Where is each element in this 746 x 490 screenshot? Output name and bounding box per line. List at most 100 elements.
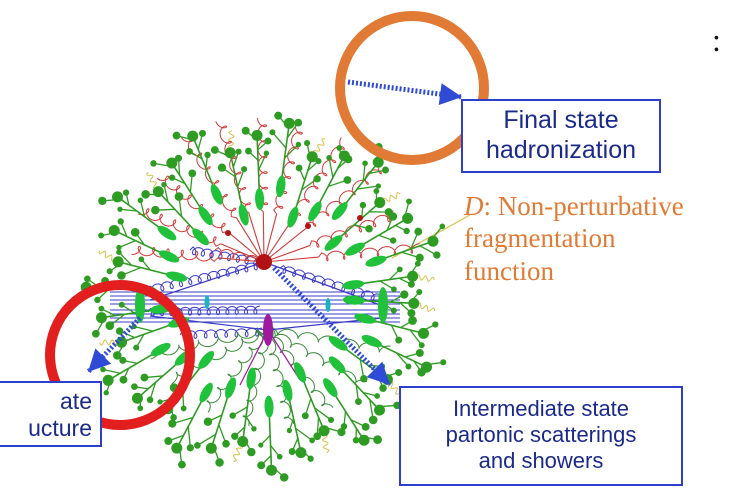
hadron-dot — [251, 426, 257, 432]
hadron-dot — [274, 111, 283, 120]
hadron-dot — [235, 148, 242, 155]
hadron-branch — [395, 352, 409, 367]
hadron-dot — [418, 327, 429, 339]
hadron-branch — [163, 184, 169, 203]
hadron-dot — [222, 439, 230, 448]
hadron-dot — [210, 146, 219, 154]
red-vertex-dot — [305, 223, 311, 229]
hadron-dot — [106, 268, 113, 275]
arrow-to-intermediate-head — [366, 361, 390, 385]
gluon-blue — [189, 246, 261, 266]
final-box-line-1: Final state — [503, 106, 619, 134]
cyan-marker — [204, 295, 210, 309]
gluon-green — [265, 329, 295, 425]
intermediate-box-line-2: partonic scatterings — [445, 421, 637, 447]
hadron-dot — [94, 296, 101, 304]
hadron-dot — [95, 312, 107, 324]
hadron-dot — [337, 428, 346, 437]
hadron-dot — [313, 432, 322, 441]
hadron-dot — [116, 244, 122, 251]
hadron-dot — [140, 373, 149, 382]
hadron-cluster-blob — [264, 395, 274, 418]
hadron-dot — [205, 442, 217, 454]
parton-line-red — [263, 245, 311, 263]
hadron-dot — [374, 393, 381, 399]
hadron-dot — [241, 126, 250, 135]
hadron-dot — [372, 156, 384, 168]
hadron-dot — [391, 286, 397, 293]
hadron-cluster-blob — [158, 250, 180, 263]
hadron-cluster-blob — [287, 206, 299, 228]
hadron-dot — [408, 297, 420, 309]
intermediate-state-box: Intermediate state partonic scatterings … — [399, 386, 683, 486]
hadron-dot — [407, 270, 419, 282]
hadron-dot — [203, 417, 213, 426]
hadron-dot — [440, 359, 447, 366]
fragmentation-function-annotation: D: Non-perturbative fragmentation functi… — [464, 190, 744, 287]
hadron-dot — [116, 249, 122, 255]
hadron-dot — [112, 191, 124, 203]
hadron-branch — [237, 168, 245, 188]
hadron-cluster-blob — [354, 313, 376, 324]
final-box-line-2: hadronization — [485, 135, 637, 164]
hadron-dot — [137, 197, 144, 204]
hadron-dot — [217, 163, 227, 172]
hadron-dot — [414, 227, 423, 236]
hadron-dot — [294, 118, 303, 127]
hadron-dot — [266, 464, 278, 476]
hadron-dot — [343, 176, 352, 184]
hadron-cluster-blob — [342, 295, 365, 305]
hadron-dot — [164, 437, 173, 446]
hadron-dot — [407, 280, 415, 288]
hadron-branch — [197, 433, 217, 446]
hadron-dot — [361, 422, 370, 431]
hadron-dot — [204, 151, 211, 159]
hadron-dot — [295, 164, 303, 172]
hadron-dot — [100, 366, 106, 373]
hadron-branch — [409, 329, 423, 346]
hadron-dot — [186, 148, 193, 155]
hadron-dot — [432, 321, 439, 328]
hadron-dot — [257, 461, 266, 470]
hadron-dot — [313, 175, 321, 183]
hadron-dot — [245, 147, 252, 155]
hadron-dot — [237, 436, 249, 448]
hadron-branch — [133, 325, 154, 332]
hadron-cluster-blob — [308, 201, 322, 222]
hadron-dot — [416, 288, 423, 296]
hadron-dot — [373, 188, 380, 194]
hadron-dot — [103, 390, 109, 396]
hadron-dot — [131, 383, 138, 391]
hadron-cluster-blob — [198, 206, 213, 226]
arrow-to-initial-shaft — [86, 316, 142, 374]
secondary-vertex — [263, 314, 273, 346]
hadron-cluster-blob — [255, 188, 265, 211]
gluon-red — [156, 175, 228, 234]
hadron-dot — [174, 154, 183, 162]
hadron-dot — [215, 458, 224, 467]
hadron-dot — [306, 151, 318, 163]
hadron-cluster-blob — [282, 379, 293, 402]
parton-line-red — [235, 217, 265, 263]
parton-line-red — [262, 211, 265, 263]
hadron-dot — [388, 212, 398, 221]
hadron-cluster-blob — [165, 271, 188, 282]
parton-line-red — [248, 212, 265, 263]
hadron-dot — [374, 404, 386, 416]
hadron-cluster-blob — [225, 377, 237, 399]
hadron-dot — [247, 447, 256, 457]
hadron-branch — [139, 200, 146, 217]
hadron-dot — [276, 453, 283, 460]
hadron-dot — [258, 442, 264, 448]
hadron-branch — [118, 251, 133, 266]
hadron-dot — [166, 157, 178, 169]
hadron-cluster-blob — [324, 235, 343, 251]
hadron-cluster-blob — [342, 280, 365, 290]
cyan-marker — [325, 298, 331, 312]
hadron-dot — [151, 205, 160, 215]
hadron-dot — [315, 158, 322, 165]
hadron-dot — [194, 442, 201, 449]
hadron-dot — [178, 460, 186, 469]
